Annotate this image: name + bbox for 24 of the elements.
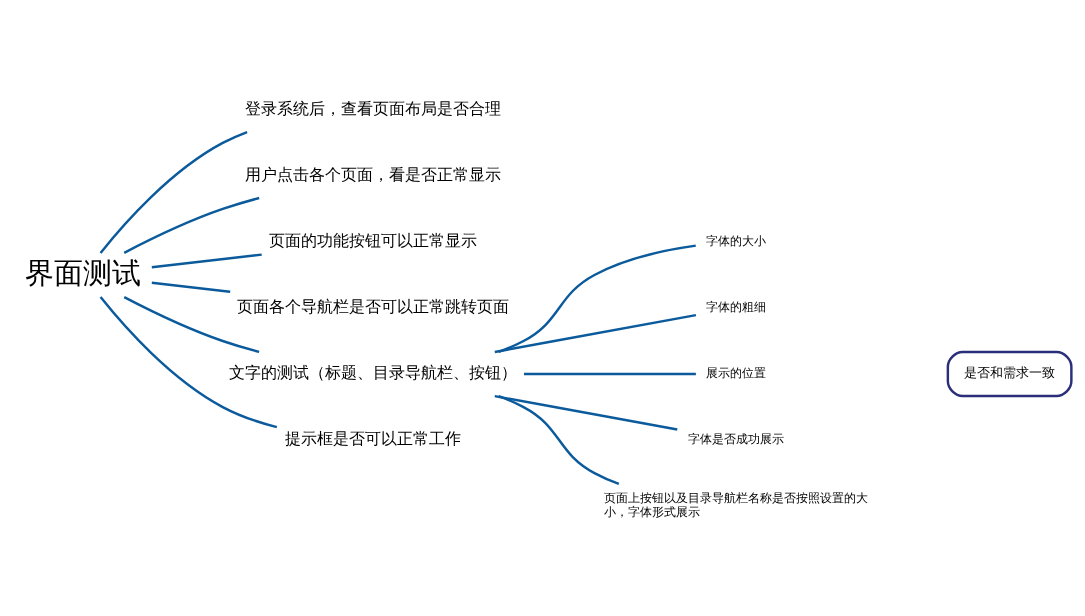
node-text: 登录系统后，查看页面布局是否合理 (245, 99, 502, 119)
connector (123, 196, 260, 254)
connector (99, 296, 278, 429)
connector (494, 313, 697, 354)
node-text: 文字的测试（标题、目录导航栏、按钮） (229, 363, 518, 383)
connector (151, 281, 231, 293)
node-text: 界面测试 (24, 255, 141, 290)
connector (498, 395, 620, 486)
node-box: 是否和需求一致 (946, 350, 1073, 398)
node-text: 页面各个导航栏是否可以正常跳转页面 (237, 297, 510, 317)
node-text: 页面的功能按钮可以正常显示 (269, 231, 478, 251)
node-text: 页面上按钮以及目录导航栏名称是否按照设置的大小，字体形式展示 (604, 491, 869, 519)
node-text: 提示框是否可以正常工作 (285, 429, 462, 449)
connector (99, 130, 248, 254)
node-text: 展示的位置 (705, 366, 766, 381)
node-text: 用户点击各个页面，看是否正常显示 (245, 165, 502, 185)
node-text: 字体的大小 (705, 234, 766, 249)
connector (523, 372, 696, 376)
node-text: 字体是否成功展示 (687, 432, 784, 447)
connector (151, 253, 262, 269)
node-text: 字体的粗细 (705, 300, 766, 315)
connector (494, 394, 678, 431)
connector (123, 296, 260, 354)
connector (498, 244, 696, 354)
